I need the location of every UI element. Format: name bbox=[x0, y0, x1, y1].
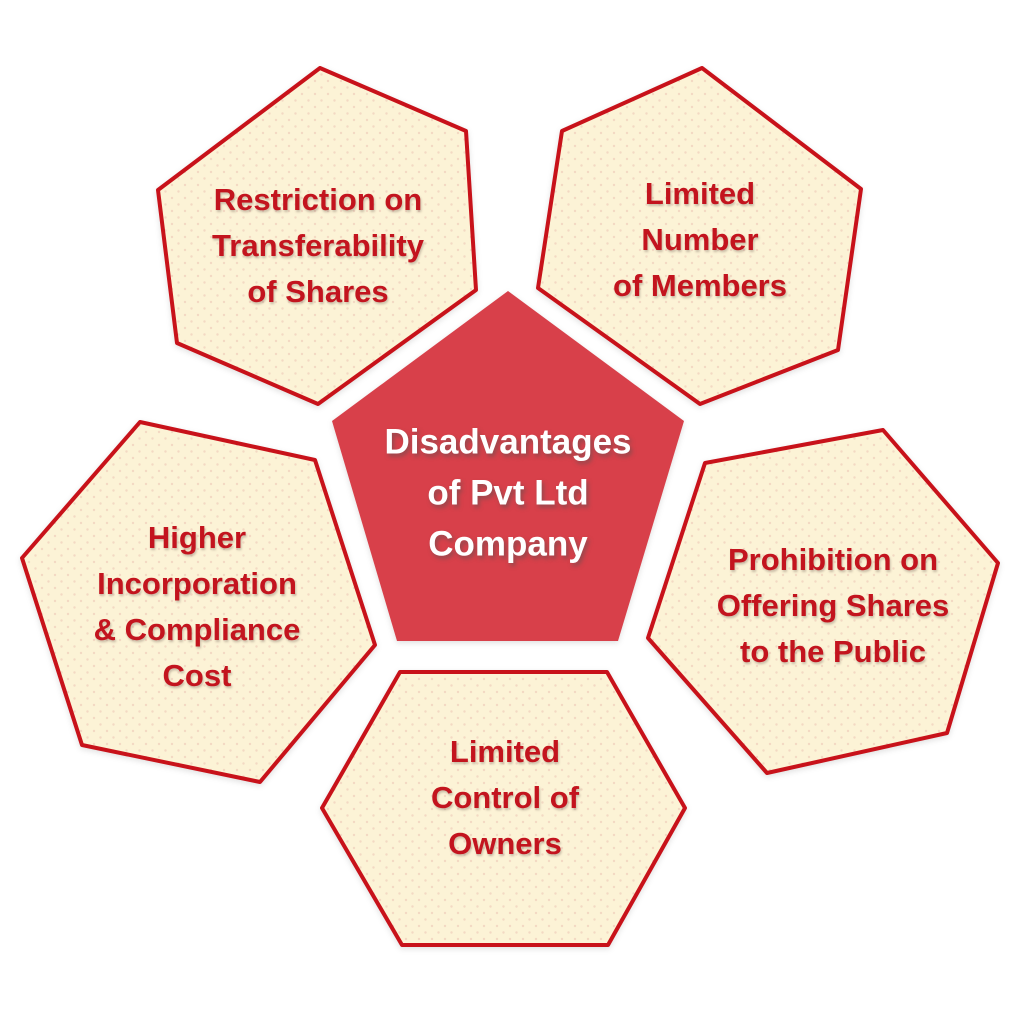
label-line: Cost bbox=[162, 658, 232, 693]
label-line: of Pvt Ltd bbox=[427, 473, 589, 513]
label-line: of Shares bbox=[247, 274, 389, 309]
label-higher-incorporation-compliance-cost: Higher Incorporation & Compliance Cost bbox=[94, 515, 301, 699]
label-prohibition-on-offering-shares: Prohibition on Offering Shares to the Pu… bbox=[717, 537, 950, 675]
hexagon-limited-control-of-owners bbox=[320, 670, 687, 947]
label-line: Number bbox=[641, 222, 759, 257]
label-limited-number-of-members: Limited Number of Members bbox=[613, 171, 787, 309]
hexagon-higher-incorporation-compliance-cost bbox=[20, 420, 377, 784]
label-center-title: Disadvantages of Pvt Ltd Company bbox=[384, 417, 631, 570]
pentagon-center-title bbox=[332, 291, 684, 641]
label-line: Disadvantages bbox=[384, 422, 632, 462]
label-line: Offering Shares bbox=[716, 588, 950, 623]
label-line: Limited bbox=[644, 176, 756, 211]
hexagon-restriction-on-transferability-of-shares bbox=[156, 66, 478, 406]
label-line: to the Public bbox=[740, 634, 926, 669]
label-line: Limited bbox=[449, 734, 561, 769]
label-line: Control of bbox=[430, 780, 580, 815]
hexagon-limited-number-of-members bbox=[536, 66, 863, 406]
label-line: Owners bbox=[448, 826, 562, 861]
label-restriction-on-transferability-of-shares: Restriction on Transferability of Shares bbox=[212, 177, 424, 315]
label-limited-control-of-owners: Limited Control of Owners bbox=[431, 729, 579, 867]
hexagon-prohibition-on-offering-shares bbox=[646, 428, 1000, 775]
label-line: Transferability bbox=[212, 228, 424, 263]
label-line: & Compliance bbox=[93, 612, 301, 647]
label-line: Incorporation bbox=[97, 566, 297, 601]
label-line: Prohibition on bbox=[727, 542, 939, 577]
label-line: Higher bbox=[147, 520, 247, 555]
label-line: Restriction on bbox=[213, 182, 423, 217]
label-line: of Members bbox=[613, 268, 787, 303]
label-line: Company bbox=[428, 524, 588, 564]
